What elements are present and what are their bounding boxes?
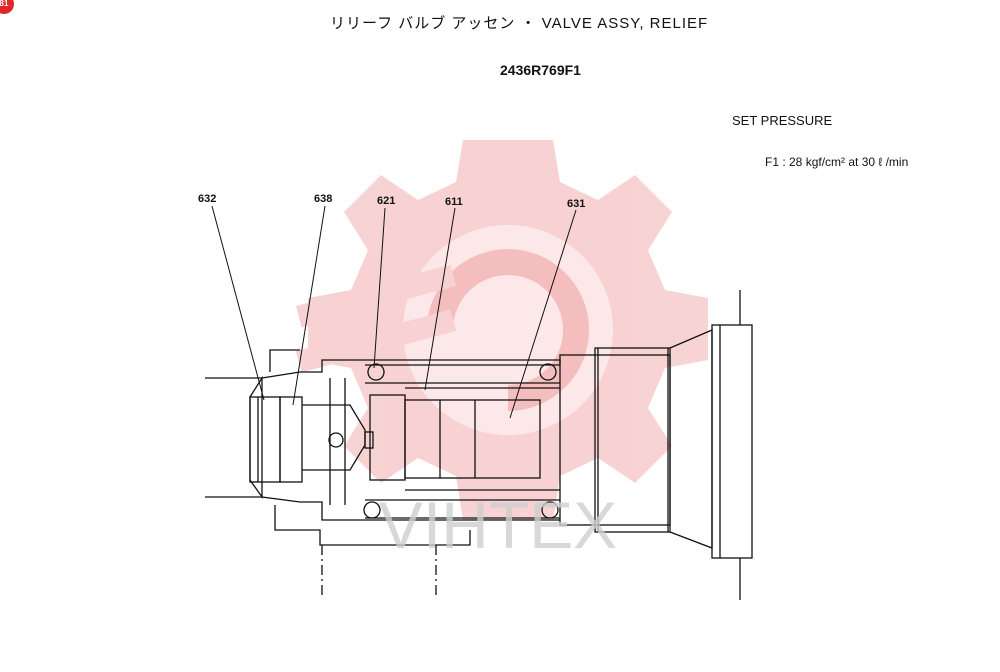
part-number: 2436R769F1 (500, 62, 581, 78)
valve-drawing (205, 290, 753, 600)
callout-638: 638 (314, 193, 333, 205)
watermark-text: VIHTEX (379, 488, 617, 562)
page-title: リリーフ バルブ アッセン ・ VALVE ASSY, RELIEF (330, 15, 709, 32)
callout-621: 621 (377, 195, 396, 207)
leader-631 (509, 209, 577, 419)
leader-611 (424, 207, 456, 391)
corner-badge-icon: 81 (0, 0, 14, 14)
callout-631: 631 (567, 198, 586, 210)
set-pressure-label: SET PRESSURE (732, 113, 833, 128)
callout-611: 611 (445, 196, 463, 208)
leader-621 (373, 207, 386, 369)
leader-638 (292, 205, 326, 406)
callout-632: 632 (198, 193, 217, 205)
watermark-gear-logo (295, 140, 708, 520)
set-pressure-value: F1 : 28 kgf/cm² at 30 ℓ /min (765, 155, 909, 169)
leader-632 (211, 205, 265, 401)
callout-leaders (211, 205, 577, 419)
